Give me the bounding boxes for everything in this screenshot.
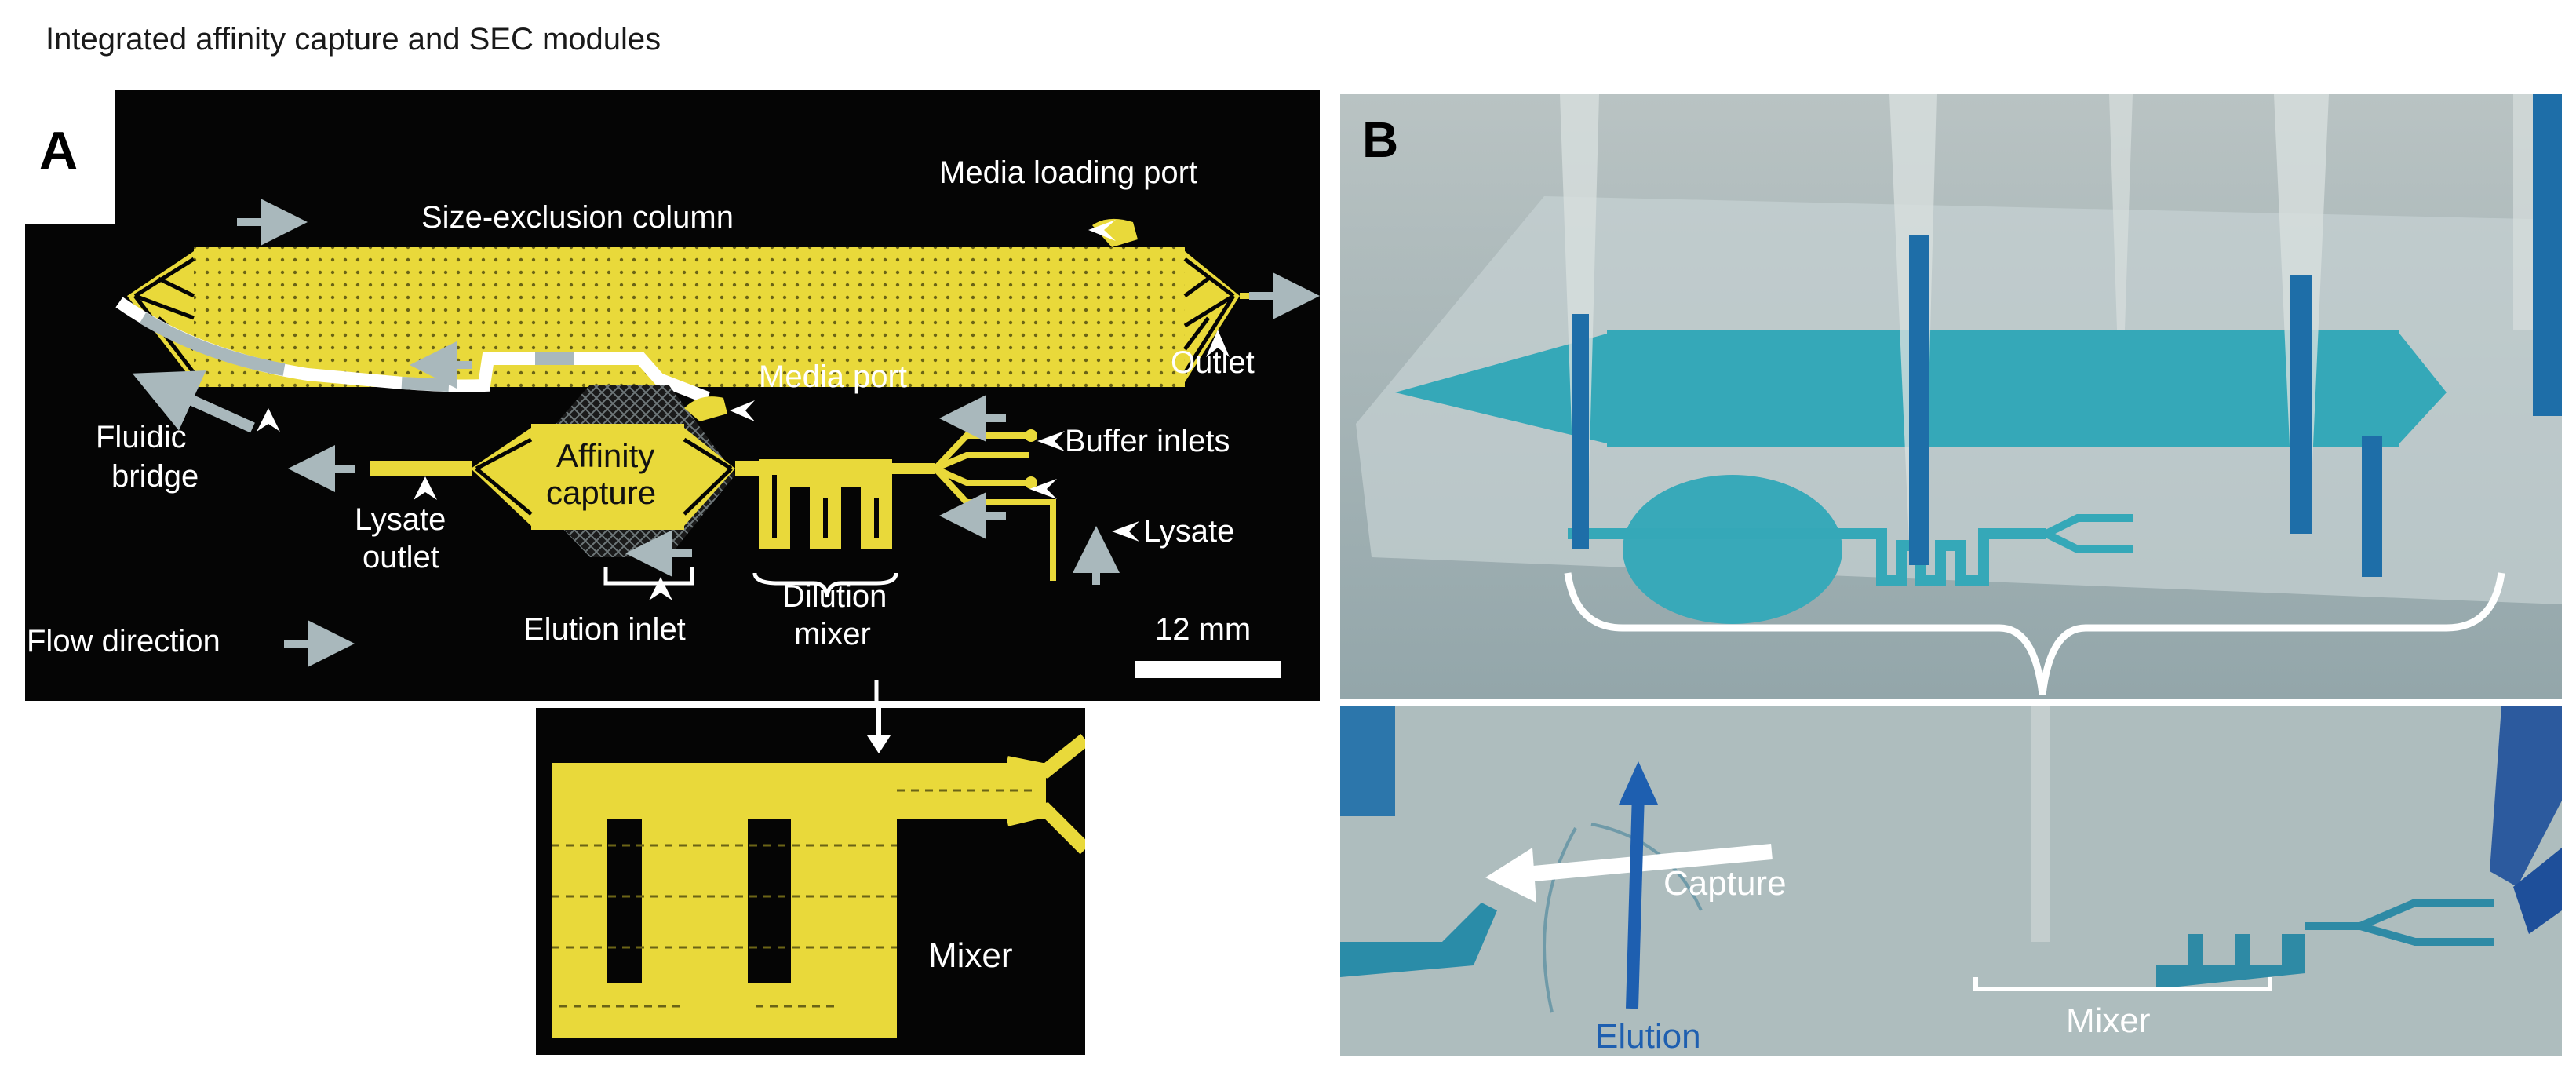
panel-b-letter: B bbox=[1362, 111, 1398, 168]
label-dilution: Dilution bbox=[782, 579, 887, 614]
mixer-bracket-photo bbox=[1973, 977, 2272, 991]
label-bridge: bridge bbox=[111, 459, 199, 494]
pointer-arrowheads bbox=[257, 220, 1230, 600]
pipette-tip-photo bbox=[2490, 706, 2562, 887]
mixer-photo-bottom bbox=[2156, 910, 2305, 989]
media-port bbox=[684, 396, 727, 421]
label-affinity: Affinity bbox=[556, 437, 654, 474]
zoom-label-mixer: Mixer bbox=[928, 936, 1013, 975]
label-flow-direction: Flow direction bbox=[27, 624, 220, 659]
inlet-branches bbox=[933, 432, 1056, 581]
panel-b-top-svg: B bbox=[1340, 94, 2562, 699]
label-size-exclusion-column: Size-exclusion column bbox=[421, 200, 734, 235]
white-brace bbox=[1564, 572, 2505, 695]
affinity-chamber-photo bbox=[1623, 475, 1842, 624]
pipette-tips bbox=[1560, 94, 2562, 577]
panel-b-bottom-svg: Capture Elution Mixer bbox=[1340, 706, 2562, 1056]
letter-notch bbox=[25, 90, 115, 224]
panel-a-svg: A bbox=[25, 90, 1320, 701]
label-lysate-outlet-1: Lysate bbox=[355, 502, 446, 537]
capture-arrow bbox=[1485, 844, 1773, 903]
label-lysate: Lysate bbox=[1143, 514, 1234, 549]
label-buffer-inlets: Buffer inlets bbox=[1065, 424, 1230, 458]
elution-arrow bbox=[1619, 761, 1658, 1009]
panel-a-mixer-zoom: Mixer bbox=[536, 708, 1091, 1055]
mixer-photo bbox=[1850, 528, 2046, 586]
label-elution-photo: Elution bbox=[1595, 1017, 1701, 1056]
flow-arrow bbox=[132, 370, 255, 433]
label-elution-inlet: Elution inlet bbox=[523, 612, 686, 647]
sec-column-photo bbox=[1607, 330, 2399, 447]
mixer-brace bbox=[752, 572, 898, 597]
label-capture: capture bbox=[546, 474, 656, 511]
mixer-serpentine bbox=[552, 763, 1046, 1038]
label-mixer: mixer bbox=[794, 617, 871, 651]
label-lysate-outlet-2: outlet bbox=[363, 540, 439, 575]
panel-b-photo-bottom: Capture Elution Mixer bbox=[1340, 706, 2562, 1056]
label-media-port: Media port bbox=[759, 359, 907, 394]
label-media-loading-port: Media loading port bbox=[939, 155, 1197, 190]
label-fluidic: Fluidic bbox=[96, 420, 187, 454]
size-exclusion-column bbox=[194, 247, 1185, 387]
scale-bar bbox=[1135, 661, 1281, 678]
affinity-capture-box bbox=[531, 424, 684, 530]
mixer-zoom-svg: Mixer bbox=[536, 708, 1091, 1055]
label-outlet: Outlet bbox=[1171, 345, 1255, 380]
page-title: Integrated affinity capture and SEC modu… bbox=[46, 22, 661, 57]
label-capture-photo: Capture bbox=[1663, 864, 1787, 903]
panel-a-letter: A bbox=[39, 121, 78, 181]
panel-a-schematic: A bbox=[25, 90, 1320, 701]
label-scale: 12 mm bbox=[1155, 612, 1251, 647]
label-mixer-photo: Mixer bbox=[2066, 1002, 2151, 1040]
panel-b-photo-top: B bbox=[1340, 94, 2562, 699]
elution-bracket bbox=[603, 567, 694, 586]
